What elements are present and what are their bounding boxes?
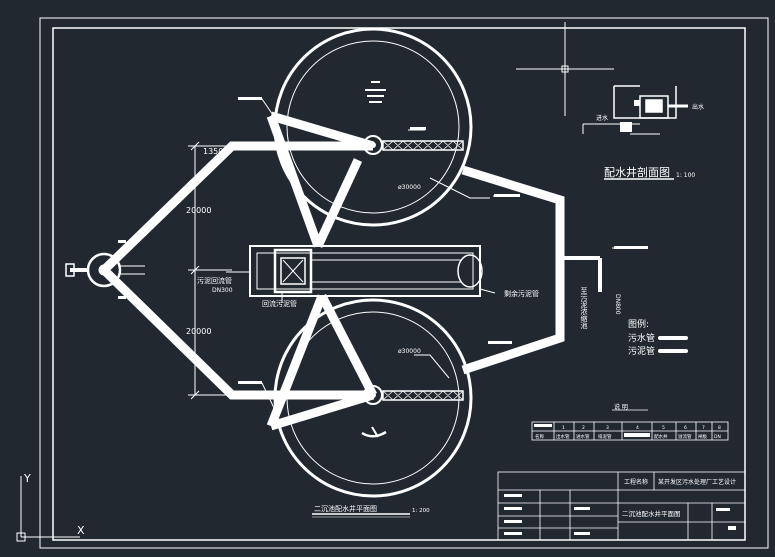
svg-text:溢流管: 溢流管 xyxy=(678,433,692,440)
svg-text:6: 6 xyxy=(684,425,687,431)
svg-text:1: 1 xyxy=(562,425,565,431)
dimension-upper-span: 20000 xyxy=(186,206,211,215)
sheet-border-inner xyxy=(52,27,746,541)
svg-text:5: 5 xyxy=(662,425,665,431)
section-outlet-label: 出水 xyxy=(692,103,704,111)
svg-text:3: 3 xyxy=(606,425,609,431)
title-block-drawing-name: 二沉池配水井平面图 xyxy=(622,509,681,518)
crosshair-cursor xyxy=(516,22,614,116)
svg-text:4: 4 xyxy=(636,425,639,431)
plan-title: 二沉池配水井平面图 xyxy=(314,504,377,513)
label-to-sludge-tank: 至污泥浓缩池 xyxy=(580,287,588,329)
label-bars xyxy=(118,97,648,384)
title-block-bars xyxy=(504,494,736,535)
legend-sewage-swatch xyxy=(658,336,688,340)
svg-text:进水管: 进水管 xyxy=(576,433,590,440)
section-scale: 1: 100 xyxy=(676,172,695,179)
ucs-y-label: Y xyxy=(23,472,31,485)
legend-sludge-swatch xyxy=(658,349,688,353)
legend-item-sewage-label: 污水管 xyxy=(628,332,655,344)
svg-text:出水管: 出水管 xyxy=(556,433,570,440)
title-block xyxy=(497,471,746,541)
section-detail xyxy=(582,85,688,135)
upper-tank-diameter: ø30000 xyxy=(398,184,421,191)
ucs-x-label: X xyxy=(77,524,85,537)
svg-text:2: 2 xyxy=(582,425,585,431)
schedule-table xyxy=(531,421,729,441)
upper-clarifier-tank xyxy=(273,27,473,227)
dimension-top-offset: 1350 xyxy=(203,147,223,156)
schedule-title: 说 明 xyxy=(614,403,628,411)
section-title: 配水井剖面图 xyxy=(604,165,670,179)
plan-scale: 1: 200 xyxy=(412,508,430,514)
svg-text:DN: DN xyxy=(714,434,721,440)
distribution-channel xyxy=(249,245,483,297)
svg-text:8: 8 xyxy=(718,425,721,431)
svg-text:闸板: 闸板 xyxy=(698,433,707,440)
svg-text:7: 7 xyxy=(702,425,705,431)
schedule-row-cells: 名称 出水管 进水管 排泥管 配水井 溢流管 闸板 DN xyxy=(535,433,721,440)
title-block-project-label: 工程名称 xyxy=(624,478,648,486)
dimension-lines xyxy=(188,141,232,400)
label-to-plant-size: DN800 xyxy=(614,294,621,315)
inlet-well xyxy=(65,252,145,288)
lower-tank-diameter: ø30000 xyxy=(398,348,421,355)
title-block-project-name: 某开发区污水处理厂工艺设计 xyxy=(658,478,736,486)
label-sludge-return-size: DN300 xyxy=(212,287,233,294)
svg-text:名称: 名称 xyxy=(535,433,544,440)
dimension-lower-span: 20000 xyxy=(186,327,211,336)
legend-item-sludge-label: 污泥管 xyxy=(628,345,655,357)
schedule-header-numbers: 1 2 3 4 5 6 7 8 xyxy=(562,425,721,431)
svg-text:配水井: 配水井 xyxy=(654,433,668,440)
label-return-sludge-pipe: 回流污泥管 xyxy=(262,299,297,308)
section-inlet-label: 进水 xyxy=(596,114,608,122)
sheet-border-outer xyxy=(39,17,769,549)
svg-text:排泥管: 排泥管 xyxy=(598,433,612,440)
label-sludge-return: 污泥回流管 xyxy=(197,276,232,285)
ucs-axis-icon xyxy=(16,476,80,542)
label-excess-sludge: 剩余污泥管 xyxy=(504,289,539,298)
pipe-network xyxy=(100,111,602,431)
legend-title: 图例: xyxy=(628,318,649,330)
